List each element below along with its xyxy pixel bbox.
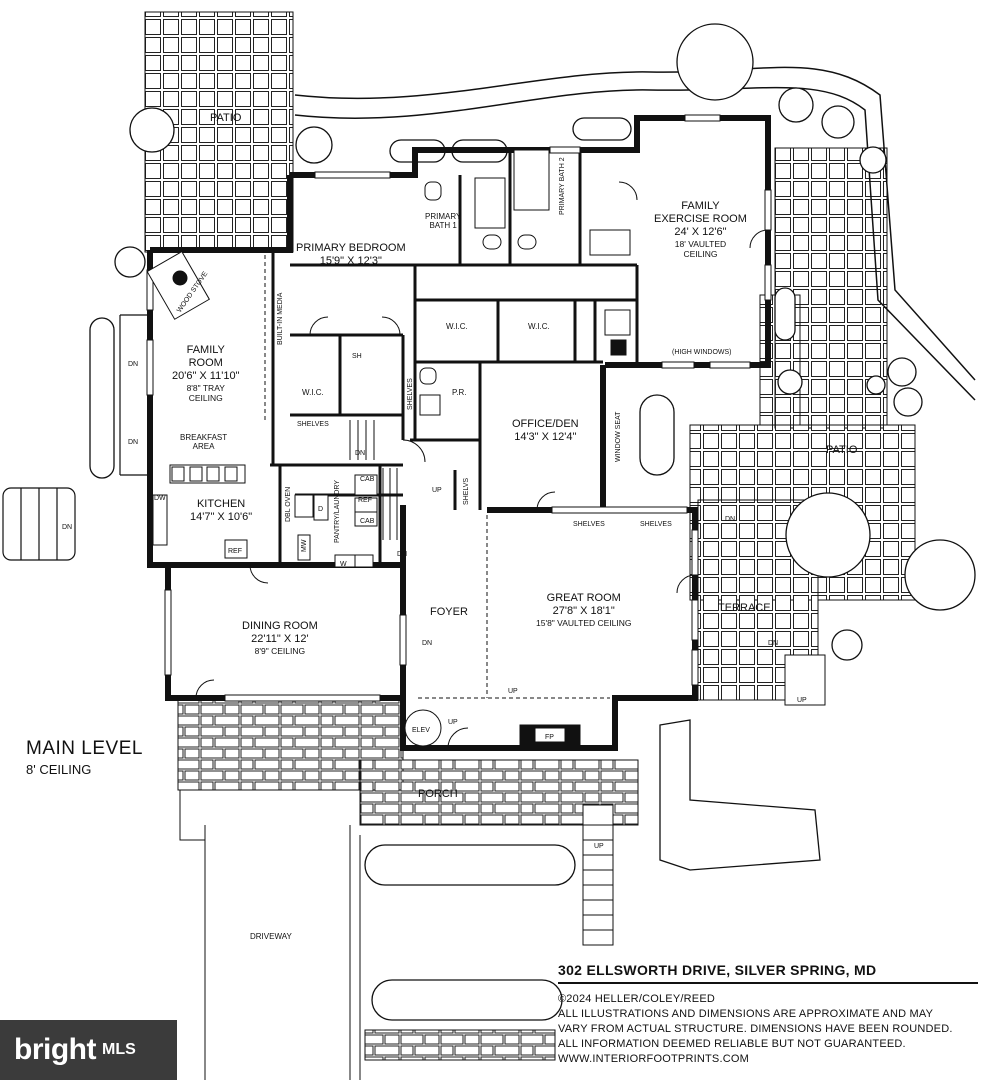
- stair-dn-6: DN: [422, 640, 433, 647]
- label-wic-3: W.I.C.: [528, 322, 550, 331]
- label-dbl-oven: DBL OVEN: [285, 486, 292, 522]
- label-family-room: FAMILY ROOM 20'6" X 11'10" 8'8" TRAY CEI…: [172, 344, 240, 403]
- steps-left: [2, 314, 150, 561]
- label-high-windows: (HIGH WINDOWS): [672, 349, 732, 356]
- label-cab-1: CAB: [360, 476, 375, 483]
- level-title: MAIN LEVEL: [26, 738, 143, 759]
- level-legend: MAIN LEVEL 8' CEILING: [26, 738, 143, 777]
- label-sh: SH: [352, 353, 362, 360]
- stair-up-1: UP: [432, 487, 442, 494]
- stair-dn-4: DN: [355, 450, 366, 457]
- property-address: 302 ELLSWORTH DRIVE, SILVER SPRING, MD: [558, 962, 978, 984]
- stair-dn-1: DN: [128, 361, 139, 368]
- label-shelves-4: SHELVES: [640, 521, 672, 528]
- label-window-seat: WINDOW SEAT: [615, 411, 622, 462]
- label-patio-right: PATIO: [826, 444, 858, 456]
- disclaimer-line-3: ALL INFORMATION DEEMED RELIABLE BUT NOT …: [558, 1038, 906, 1050]
- label-shelves-1: SHELVES: [297, 421, 329, 428]
- garden-path: [294, 66, 976, 401]
- label-pr: P.R.: [452, 388, 467, 397]
- stair-up-5: UP: [797, 697, 807, 704]
- label-dining-room: DINING ROOM 22'11" X 12' 8'9" CEILING: [242, 620, 318, 656]
- interior-stairs: [349, 420, 398, 540]
- level-ceiling: 8' CEILING: [26, 762, 92, 777]
- stair-dn-8: DN: [768, 640, 779, 647]
- stair-dn-2: DN: [128, 439, 139, 446]
- shrubs: [89, 23, 976, 1021]
- fixtures: [146, 149, 631, 747]
- label-w: W: [340, 561, 347, 568]
- label-ref-pantry: REF: [358, 497, 372, 504]
- label-d: D: [318, 506, 324, 513]
- label-breakfast-area: BREAKFAST AREA: [180, 433, 228, 451]
- label-fp: FP: [545, 734, 554, 741]
- watermark-brand: bright: [14, 1033, 96, 1066]
- label-foyer: FOYER: [430, 606, 468, 618]
- copyright: ©2024 HELLER/COLEY/REED: [558, 993, 715, 1005]
- interior-walls: [270, 150, 639, 565]
- stair-up-4: UP: [594, 843, 604, 850]
- label-shelvs: SHELVS: [463, 477, 470, 505]
- disclaimer-line-1: ALL ILLUSTRATIONS AND DIMENSIONS ARE APP…: [558, 1008, 934, 1020]
- label-office-den: OFFICE/DEN 14'3" X 12'4": [512, 418, 579, 443]
- label-terrace: TERRACE: [718, 602, 771, 614]
- label-mw: MW: [301, 539, 308, 552]
- label-great-room: GREAT ROOM 27'8" X 18'1" 15'8" VAULTED C…: [536, 592, 632, 628]
- footer-block: 302 ELLSWORTH DRIVE, SILVER SPRING, MD ©…: [558, 962, 978, 1067]
- label-driveway: DRIVEWAY: [250, 932, 292, 941]
- label-dw: DW: [154, 495, 166, 502]
- label-wic-1: W.I.C.: [302, 388, 324, 397]
- door-swings: [195, 181, 769, 749]
- label-primary-bedroom: PRIMARY BEDROOM 15'9" X 12'3": [296, 242, 406, 267]
- label-primary-bath-2: PRIMARY BATH 2: [559, 157, 566, 215]
- stair-dn-3: DN: [62, 524, 73, 531]
- steps-front: [582, 654, 826, 946]
- website: WWW.INTERIORFOOTPRINTS.COM: [558, 1053, 749, 1065]
- stair-dn-7: DN: [725, 516, 736, 523]
- driveway-outline: [179, 790, 361, 1080]
- label-cab-2: CAB: [360, 518, 375, 525]
- windows: [146, 114, 772, 702]
- disclaimer-line-2: VARY FROM ACTUAL STRUCTURE. DIMENSIONS H…: [558, 1023, 953, 1035]
- dashed-lines: [264, 255, 610, 699]
- label-family-exercise-room: FAMILY EXERCISE ROOM 24' X 12'6" 18' VAU…: [654, 200, 747, 259]
- label-wic-2: W.I.C.: [446, 322, 468, 331]
- label-ref-kitchen: REF: [228, 548, 242, 555]
- label-built-in-media: BUILT-IN MEDIA: [277, 292, 284, 345]
- label-shelves-3: SHELVES: [573, 521, 605, 528]
- label-patio-top: PATIO: [210, 112, 242, 124]
- stair-up-2: UP: [508, 688, 518, 695]
- label-pantry-laundry: PANTRY/LAUNDRY: [334, 479, 341, 543]
- label-elev: ELEV: [412, 727, 430, 734]
- label-primary-bath-1: PRIMARY BATH 1: [425, 212, 462, 230]
- bright-mls-watermark: bright MLS: [0, 1020, 177, 1080]
- watermark-suffix: MLS: [101, 1041, 136, 1058]
- label-porch: PORCH: [418, 788, 458, 800]
- stair-up-3: UP: [448, 719, 458, 726]
- label-kitchen: KITCHEN 14'7" X 10'6": [190, 498, 253, 523]
- label-shelves-2: SHELVES: [407, 378, 414, 410]
- stair-dn-5: DN: [397, 551, 408, 558]
